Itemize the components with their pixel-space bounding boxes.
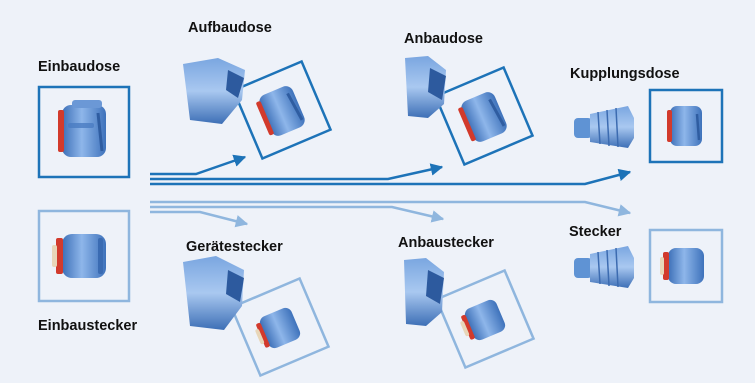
- arrow-to-stecker: [150, 200, 632, 217]
- label-einbaustecker: Einbaustecker: [38, 318, 138, 334]
- arrow-to-anbaudose: [150, 163, 444, 181]
- label-geraetestecker: Gerätestecker: [186, 239, 283, 255]
- anbaustecker-image: [460, 299, 506, 341]
- einbaudose-frame: [37, 85, 131, 179]
- anbaudose-image: [458, 92, 507, 142]
- stecker-cable: [574, 246, 634, 288]
- label-anbaudose: Anbaudose: [404, 31, 483, 47]
- stecker-image: [660, 248, 704, 284]
- anbaustecker-frame: [434, 268, 536, 370]
- stecker-frame: [648, 228, 724, 304]
- geraetestecker-housing: [183, 256, 244, 330]
- einbaustecker-image: [52, 234, 106, 278]
- arrow-to-aufbaudose: [150, 154, 247, 176]
- anbaudose-frame: [433, 65, 535, 167]
- label-anbaustecker: Anbaustecker: [398, 235, 494, 251]
- anbaustecker-housing: [404, 258, 444, 326]
- kupplungsdose-frame: [648, 88, 724, 164]
- aufbaudose-housing: [183, 58, 245, 124]
- aufbaudose-image: [256, 86, 305, 136]
- label-stecker: Stecker: [569, 224, 622, 240]
- arrow-to-geraetestecker: [150, 210, 249, 228]
- label-aufbaudose: Aufbaudose: [188, 20, 272, 36]
- geraetestecker-image: [255, 307, 301, 349]
- kupplungsdose-cable: [574, 106, 634, 148]
- label-kupplungsdose: Kupplungsdose: [570, 66, 680, 82]
- dark-arrows: [150, 154, 632, 186]
- arrow-to-kupplungsdose: [150, 168, 632, 186]
- einbaustecker-frame: [37, 209, 131, 303]
- arrow-to-anbaustecker: [150, 205, 445, 223]
- geraetestecker-frame: [229, 276, 331, 378]
- kupplungsdose-image: [667, 106, 702, 146]
- anbaudose-housing: [405, 56, 446, 118]
- einbaudose-image: [58, 100, 106, 157]
- label-einbaudose: Einbaudose: [38, 59, 121, 75]
- aufbaudose-frame: [231, 59, 333, 161]
- light-arrows: [150, 200, 632, 228]
